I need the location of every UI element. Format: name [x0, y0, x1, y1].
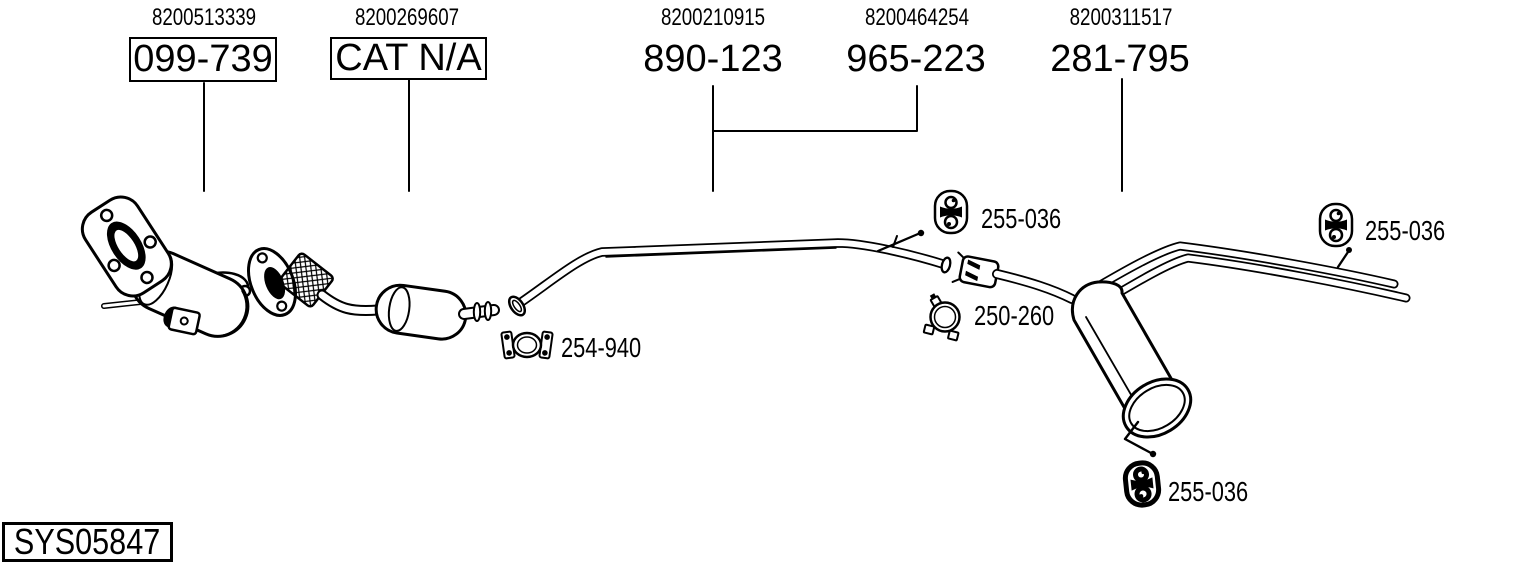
cat-outlet-bracket [167, 306, 201, 336]
cat-inlet-flange [80, 195, 173, 298]
hanger-pin [1336, 250, 1350, 269]
part-number-box-cat-na: CAT N/A [330, 37, 487, 80]
system-code-box: SYS05847 [2, 521, 173, 562]
leader-lines [203, 78, 1123, 192]
bolt-hole [140, 270, 154, 285]
part-number-965-223: 965-223 [846, 38, 986, 80]
catalytic-converter [80, 195, 252, 338]
oem-number-1: 8200513339 [151, 4, 257, 31]
oem-number-4: 8200464254 [864, 4, 970, 31]
rubber-hanger-icon [1123, 460, 1161, 508]
silencer-open-rim [1121, 377, 1193, 439]
pipe-end-cap [940, 256, 952, 274]
bolt-hole [99, 208, 114, 223]
bolt-hole [276, 300, 288, 312]
bolt-hole [107, 258, 121, 273]
oem-number-3: 8200210915 [660, 4, 766, 31]
callout-250-260: 250-260 [974, 300, 1055, 331]
band-clamp-250-260 [922, 293, 961, 342]
part-number-box-099-739: 099-739 [129, 37, 277, 82]
hanger-pin [1123, 420, 1153, 455]
callout-254-940: 254-940 [561, 332, 642, 363]
centre-pipe [507, 229, 952, 317]
system-code-label: SYS05847 [14, 521, 161, 562]
hanger-pin [876, 232, 920, 253]
resonator [374, 283, 468, 341]
part-number-890-123: 890-123 [643, 38, 783, 80]
flange-port [264, 266, 286, 300]
front-pipe-with-flex-and-resonator [247, 247, 500, 341]
part-number-label: CAT N/A [335, 37, 482, 79]
u-bolt-clamp-254-940 [500, 330, 554, 360]
part-number-label: 099-739 [133, 38, 273, 80]
oem-number-5: 8200311517 [1069, 4, 1173, 31]
callout-255-036-right: 255-036 [1365, 215, 1446, 246]
oem-number-2: 8200269607 [354, 4, 460, 31]
rear-silencer-assembly [951, 241, 1411, 458]
part-number-281-795: 281-795 [1050, 38, 1190, 80]
gasket-flange [247, 247, 297, 317]
rubber-hanger-icon [1319, 203, 1353, 247]
bolt-hole [256, 252, 268, 264]
slotted-joint [951, 251, 1000, 289]
spigot-ring [483, 301, 493, 321]
rubber-hanger-icon [934, 190, 968, 234]
bolt-hole [143, 235, 157, 249]
callout-255-036-mid: 255-036 [981, 203, 1062, 234]
leader-centre-pipe-bracket [712, 85, 918, 192]
spigot-ring [472, 302, 482, 322]
callout-255-036-bottom: 255-036 [1168, 476, 1249, 507]
